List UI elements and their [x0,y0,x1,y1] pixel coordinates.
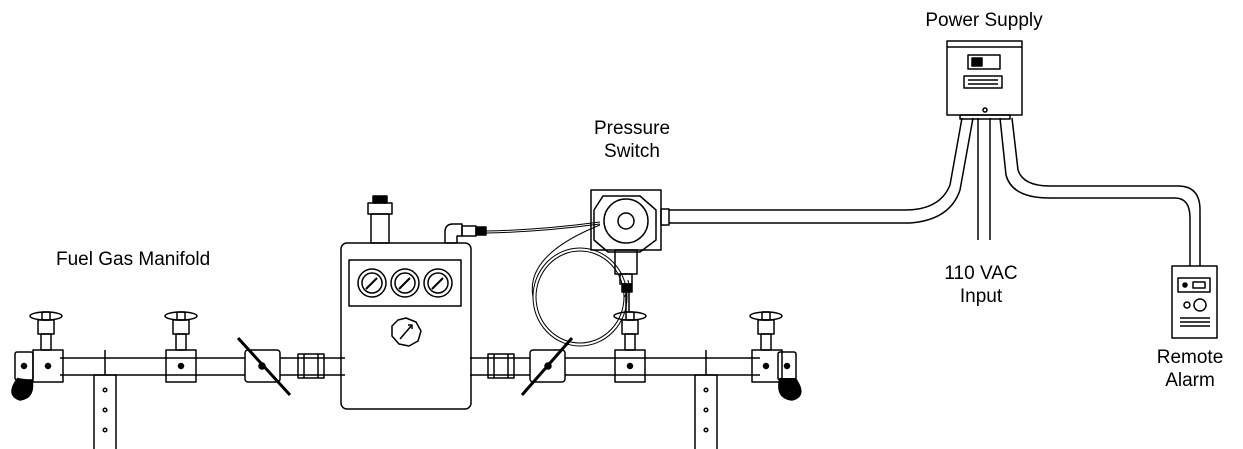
fuel-gas-manifold-label: Fuel Gas Manifold [56,248,256,271]
pressure-switch-label-line-2: Switch [604,141,660,162]
pressure-switch-label: Pressure Switch [572,117,692,163]
needle-valves [29,311,783,351]
remote-alarm-label: Remote Alarm [1145,346,1235,392]
manifold-pipe [60,357,760,376]
right-end-cap [777,351,802,401]
remote-alarm [1171,265,1218,339]
remote-alarm-label-line-1: Remote [1156,347,1224,368]
control-box [340,195,487,410]
tee-fittings [32,349,783,383]
remote-alarm-label-line-2: Alarm [1165,370,1215,391]
left-end-cap [11,351,34,401]
vac-input-label-line-2: Input [959,286,1003,307]
vac-input-label-line-1: 110 VAC [944,263,1018,284]
power-supply [946,40,1201,266]
fuel-gas-manifold-label-text: Fuel Gas Manifold [56,249,211,270]
power-supply-label: Power Supply [908,9,1060,32]
mounting-brackets [93,350,718,449]
ball-valves [236,336,574,397]
pressure-switch [590,117,974,312]
pressure-switch-label-line-1: Pressure [593,118,671,139]
vac-input-label: 110 VAC Input [926,262,1036,308]
capillary-tubing [485,221,629,347]
power-supply-label-text: Power Supply [925,10,1043,31]
